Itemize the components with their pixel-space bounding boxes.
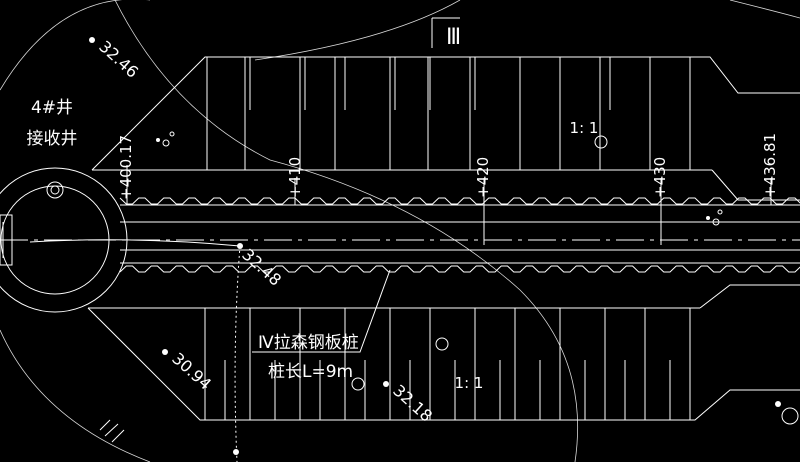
- pile-label-line2: 桩长L=9m: [268, 362, 353, 382]
- slope-label-lower: 1: 1: [455, 374, 484, 392]
- station-label-0: +400.17: [117, 135, 135, 200]
- elevation-label-0: 32.46: [95, 37, 142, 82]
- survey-point-bottom: [233, 449, 239, 455]
- section-mark: Ⅲ: [431, 17, 461, 50]
- station-label-1: +410: [286, 157, 304, 198]
- shaft-manhole-ring: [46, 181, 64, 199]
- upper-trench-corner: [711, 169, 800, 201]
- lower-slope-bottom-edge: [87, 307, 800, 421]
- upper-slope-outline: [91, 56, 800, 201]
- elevation-label-2: 30.94: [168, 349, 215, 394]
- slope-marker-upper: [594, 135, 608, 149]
- elevation-point-0: [89, 37, 95, 43]
- survey-point: [237, 243, 243, 249]
- tree-symbol-3: [712, 218, 720, 226]
- shaft-pipe-arc: [29, 239, 241, 247]
- upper-slope-top-edge: [91, 56, 800, 171]
- marker-circle: [351, 377, 365, 391]
- elevation-point-3: [383, 381, 389, 387]
- contour-arc-top: [254, 0, 461, 61]
- elevation-label-3: 32.18: [389, 381, 436, 426]
- receiving-shaft: [0, 167, 241, 313]
- station-label-2: +420: [474, 157, 492, 198]
- tree-symbol-4: [717, 209, 723, 215]
- slope-marker-lower: [435, 337, 449, 351]
- tree-symbol-2: [169, 131, 175, 137]
- elevation-point-2: [162, 349, 168, 355]
- tree-symbol-dot-3: [775, 401, 781, 407]
- sheet-pile-row-lower: [119, 265, 800, 273]
- slope-label-upper: 1: 1: [570, 119, 599, 137]
- tree-symbol-dot-2: [706, 216, 710, 220]
- upper-slope-hatch: [206, 57, 691, 170]
- section-mark-label: Ⅲ: [446, 25, 461, 50]
- contour-arc-top-left: [0, 0, 150, 91]
- contour-arc-center: [114, 0, 578, 462]
- pile-annotation: Ⅳ拉森钢板桩 桩长L=9m: [252, 269, 391, 382]
- road-hatch-symbol: [99, 419, 125, 443]
- station-label-3: +430: [651, 157, 669, 198]
- tree-symbol-dot: [156, 138, 160, 142]
- tree-symbol-1: [162, 139, 170, 147]
- sheet-pile-row-upper: [119, 197, 800, 205]
- shaft-label-line1: 4#井: [31, 98, 73, 118]
- contour-arc-bottom-left: [0, 329, 151, 462]
- pipe-trench: [0, 204, 800, 264]
- lower-slope-outline: [87, 284, 800, 421]
- elevation-labels: 32.46 32.48 30.94 32.18: [89, 37, 436, 426]
- shaft-opening: [0, 214, 13, 266]
- lower-slope-hatch: [204, 308, 691, 420]
- station-label-4: +436.81: [761, 133, 779, 198]
- tree-symbol-5: [781, 407, 799, 425]
- survey-line: [234, 243, 243, 462]
- pile-leader-line: [252, 269, 391, 353]
- elevation-label-1: 32.48: [238, 245, 285, 290]
- pile-label-line1: Ⅳ拉森钢板桩: [258, 333, 359, 353]
- contour-arc-top-right: [729, 0, 800, 19]
- station-labels: +400.17 +410 +420 +430 +436.81: [117, 133, 779, 245]
- shaft-manhole-inner: [50, 185, 60, 195]
- lower-trench-corner: [699, 284, 800, 309]
- site-symbols: [99, 131, 799, 455]
- survey-dashed-line: [234, 245, 241, 462]
- shaft-label-line2: 接收井: [27, 129, 78, 149]
